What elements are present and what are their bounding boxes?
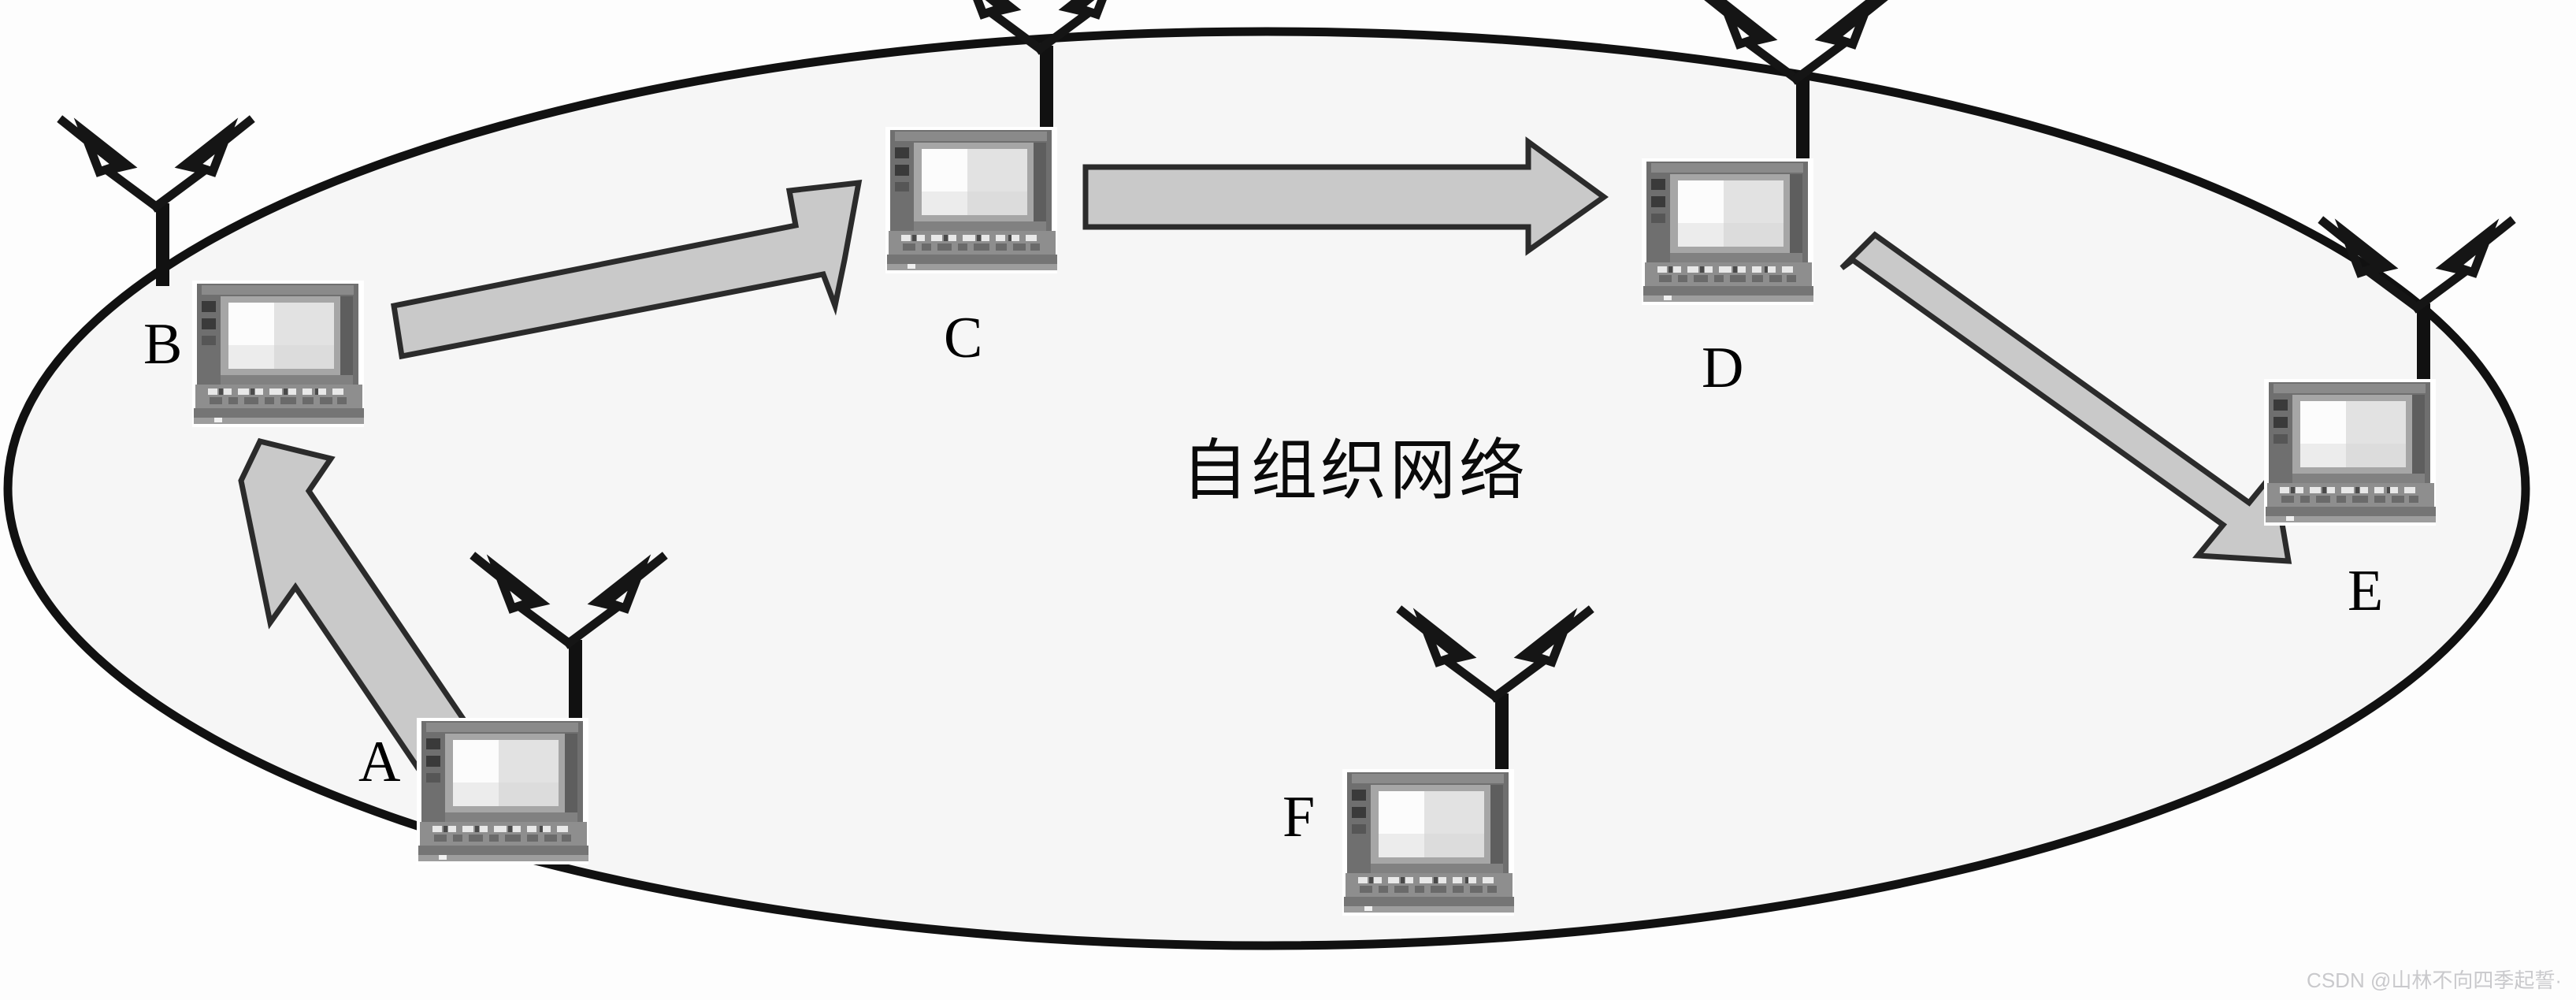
node-C[interactable] — [885, 0, 1133, 273]
node-label-D: D — [1702, 336, 1744, 400]
arrow-b-to-c — [391, 179, 863, 360]
node-A-signal-wave-left — [476, 558, 569, 643]
node-D-signal-wave-right — [1796, 0, 1889, 79]
node-F-signal-wave-right — [1495, 612, 1588, 697]
node-E-antenna-mast — [2417, 303, 2430, 386]
node-B-signal-wave-right — [156, 121, 249, 206]
arrow-c-to-d — [1082, 136, 1609, 256]
node-D[interactable] — [1642, 0, 1889, 305]
node-B-laptop — [192, 281, 364, 427]
node-E-signal-wave-right — [2417, 222, 2510, 307]
node-label-A: A — [358, 730, 401, 794]
node-E-laptop — [2264, 379, 2436, 526]
node-label-C: C — [944, 306, 983, 370]
node-B[interactable] — [63, 121, 364, 427]
node-B-signal-wave-left — [63, 121, 156, 206]
node-D-signal-wave-left — [1703, 0, 1796, 79]
csdn-watermark: CSDN @山林不向四季起誓· — [2307, 968, 2562, 992]
node-label-B: B — [143, 312, 183, 377]
node-E-signal-wave-left — [2324, 222, 2417, 307]
node-B-antenna-mast — [156, 203, 169, 286]
node-A[interactable] — [417, 558, 662, 864]
node-D-laptop — [1642, 158, 1813, 305]
node-label-F: F — [1282, 785, 1316, 849]
arrow-d-to-e — [1839, 231, 2292, 564]
node-F[interactable] — [1342, 612, 1588, 916]
node-C-laptop — [885, 127, 1057, 273]
node-C-signal-wave-left — [947, 0, 1040, 49]
node-D-antenna-mast — [1796, 75, 1810, 165]
node-F-antenna-mast — [1495, 693, 1509, 776]
node-C-antenna-mast — [1040, 46, 1053, 134]
node-A-laptop — [417, 718, 588, 864]
node-F-laptop — [1342, 769, 1514, 916]
node-A-antenna-mast — [569, 640, 582, 725]
node-A-signal-wave-right — [569, 558, 662, 643]
node-E[interactable] — [2264, 222, 2510, 526]
node-F-signal-wave-left — [1402, 612, 1495, 697]
node-C-signal-wave-right — [1040, 0, 1133, 49]
network-title-label: 自组织网络 — [1182, 435, 1529, 508]
node-label-E: E — [2348, 559, 2384, 623]
